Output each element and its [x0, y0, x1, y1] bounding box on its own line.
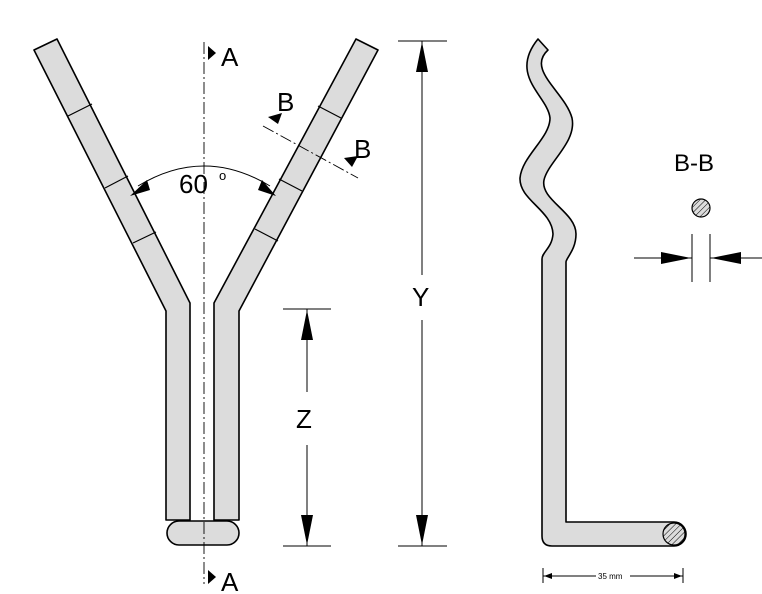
dim-y-arrow-top — [416, 42, 428, 72]
left-arm-mark-1 — [67, 103, 93, 117]
right-arm-mark-2 — [278, 178, 303, 192]
right-arm-mark-1 — [317, 105, 342, 119]
dim-z-label: Z — [296, 404, 312, 434]
right-arm — [213, 38, 379, 521]
dim-z-arrow-top — [301, 310, 313, 340]
section-dim-arrow-left — [661, 252, 691, 264]
left-arm-mark-3 — [132, 231, 157, 244]
section-label-a-bottom: A — [221, 567, 239, 594]
angle-dimension-arc — [137, 165, 271, 187]
angle-arrow-left — [130, 180, 150, 196]
dim-z-arrow-bottom — [301, 515, 313, 545]
degree-mark: o — [219, 168, 226, 183]
section-label-a-top: A — [221, 42, 239, 72]
section-arrow-a-bottom — [208, 570, 216, 584]
dimension-y: Y — [398, 40, 447, 547]
angle-arrow-right — [258, 180, 276, 196]
section-arrow-b-upper — [268, 113, 282, 124]
side-view: 35 mm — [519, 38, 687, 583]
angle-label: 60 — [179, 169, 208, 199]
front-view: A A B B 60 o — [33, 38, 379, 594]
dim-y-arrow-bottom — [416, 515, 428, 545]
section-line-b-b — [262, 125, 359, 179]
width-dim-arrow-right — [674, 573, 682, 579]
section-arrow-b-lower — [344, 156, 358, 167]
side-rod-end-section — [662, 522, 686, 546]
bottom-link — [166, 520, 240, 546]
dimension-z: Z — [283, 308, 331, 547]
section-b-b-detail: B-B — [634, 150, 762, 282]
width-dim-label: 35 mm — [598, 572, 623, 581]
side-rod — [519, 38, 687, 547]
section-arrow-a-top — [208, 46, 216, 60]
section-label-b-lower: B — [354, 134, 371, 164]
section-title: B-B — [674, 150, 714, 177]
left-arm-mark-2 — [104, 175, 129, 189]
dim-y-label: Y — [412, 282, 429, 312]
right-arm-mark-3 — [254, 228, 279, 242]
section-label-b-upper: B — [277, 87, 294, 117]
width-dim-arrow-left — [544, 573, 552, 579]
section-b-b-circle — [691, 198, 711, 218]
left-arm — [33, 38, 191, 521]
section-dim-arrow-right — [711, 252, 741, 264]
